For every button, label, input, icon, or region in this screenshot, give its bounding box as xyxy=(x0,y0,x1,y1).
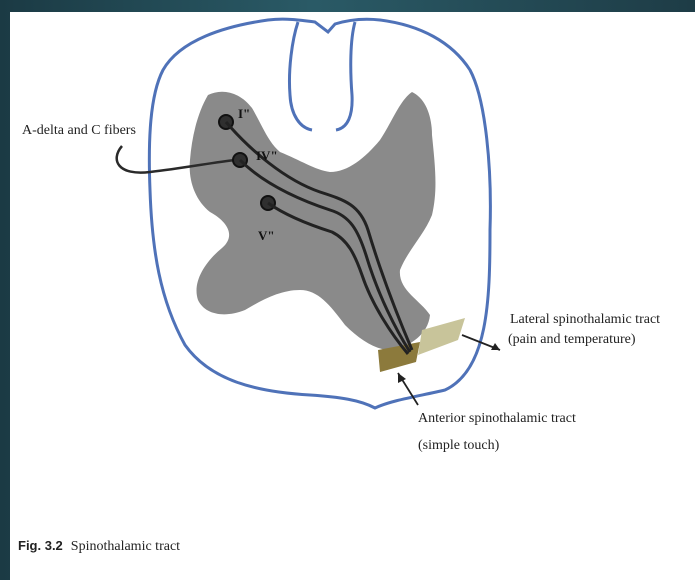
figure-caption: Fig. 3.2 Spinothalamic tract xyxy=(18,538,180,555)
figure-title: Spinothalamic tract xyxy=(71,539,180,554)
figure-number: Fig. 3.2 xyxy=(18,538,63,553)
anterior-tract-note: (simple touch) xyxy=(418,437,499,454)
fibers-label: A-delta and C fibers xyxy=(22,122,136,139)
anterior-tract-label: Anterior spinothalamic tract xyxy=(418,410,576,427)
lamina-4-label: IV" xyxy=(256,148,278,164)
lamina-1-label: I" xyxy=(238,106,250,122)
gray-matter xyxy=(190,92,436,351)
lateral-tract-label: Lateral spinothalamic tract xyxy=(510,311,660,328)
anterior-tract-arrowhead xyxy=(398,373,406,383)
lamina-5-label: V" xyxy=(258,228,275,244)
lateral-tract-note: (pain and temperature) xyxy=(508,331,636,348)
dorsal-median-septum xyxy=(289,22,355,130)
